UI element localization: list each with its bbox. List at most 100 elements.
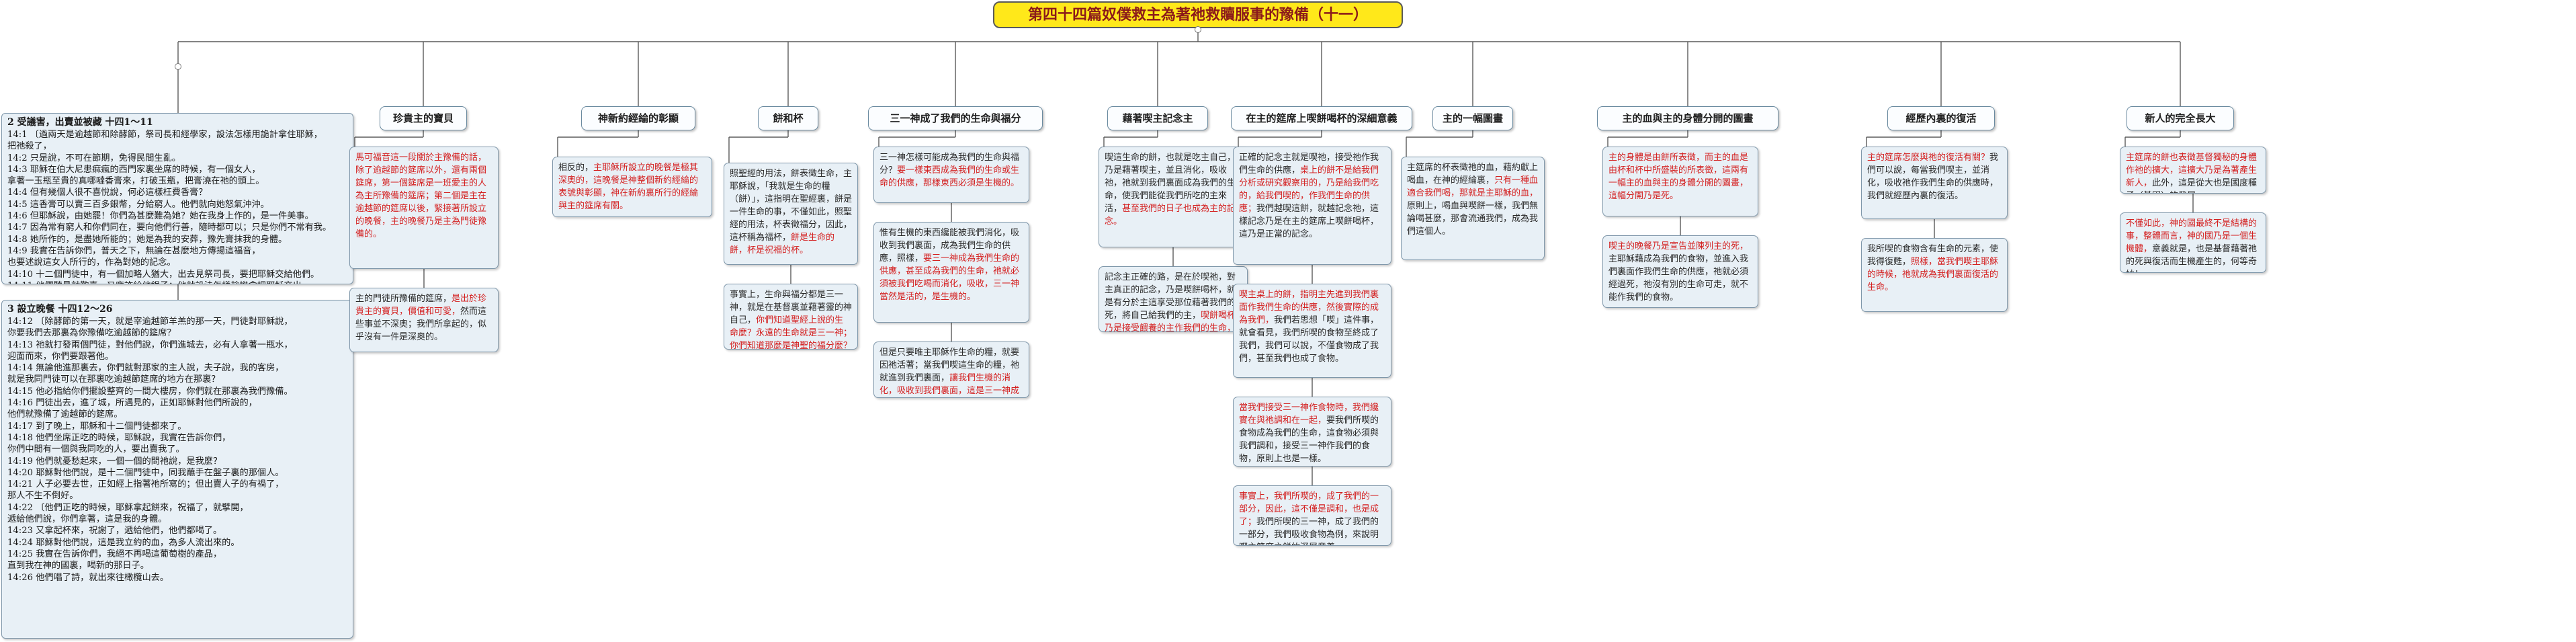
topic-note: 我所喫的食物含有生命的元素，使我得復甦，照樣，當我們喫主耶穌的時候，祂就成為我們… xyxy=(1861,238,2008,312)
topic-note: 喫這生命的餅，也就是吃主自己，乃是藉著喫主，並且消化，吸收祂，祂就到我們裏面成為… xyxy=(1099,147,1248,247)
topic-note: 主筵席的杯表徵祂的血，藉約獻上喝血，在神的經綸裏，只有一種血適合我們喝，那就是主… xyxy=(1401,157,1545,260)
scripture-line: 你要我們去那裏為你豫備吃逾越節的筵席？ xyxy=(7,328,176,339)
topic-note: 惟有生機的東西纔能被我們消化，吸收到我們裏面，成為我們生命的供應，照樣，要三一神… xyxy=(873,222,1029,323)
note-text: 照聖經的用法，餅表徵生命，主耶穌說，「我就是生命的糧（餅）」，這指明在聖經裏，餅… xyxy=(730,169,853,243)
scripture-line: 也要述說這女人所行的，作為對她的記念。 xyxy=(7,257,176,268)
note-text: 記念主正確的路，是在於喫祂，對主真正的記念，乃是喫餅喝杯，就是有分於主這享受那位… xyxy=(1105,272,1236,321)
note-text: 我所喫的食物含有生命的元素，使我得復甦， xyxy=(1867,244,1999,267)
note-text: 然而這些事並不深奧；我們所拿起的，似乎沒有一件是深奧的。 xyxy=(355,307,487,342)
topic-note: 三一神怎樣可能成為我們的生命與福分？要一樣東西成為我們的生命或生命的供應，那樣東… xyxy=(873,147,1029,203)
topic-note: 主筵席的餅也表徵基督獨秘的身體作祂的擴大，這擴大乃是為著產生新人，此外，這是從大… xyxy=(2120,147,2266,194)
scripture-line: 14:3 耶穌在伯大尼患痲瘋的西門家裏坐席的時候，有一個女人， xyxy=(7,164,261,175)
topic-note: 主的筵席怎麼與祂的復活有關？我們可以說，每當我們喫主，並消化，吸收祂作我們生命的… xyxy=(1861,147,2008,219)
scripture-line: 14:7 因為常有窮人和你們同在，要向他們行善，隨時都可以；只是你們不常有我。 xyxy=(7,223,332,233)
note-text: 主筵席的餅也表徵基督獨秘的身體作祂的擴大，這擴大乃是為著產生新人， xyxy=(2126,153,2258,188)
note-text: 當我們接受三一神作食物時，我們纔實在與祂調和在一起， xyxy=(1239,403,1379,426)
topic-node[interactable]: 珍貴主的寶貝 xyxy=(380,106,467,130)
scripture-line: 14:16 門徒出去，進了城，所遇見的，正如耶穌對他們所說的， xyxy=(7,398,257,409)
note-text: 事實上，生命與福分都是三一神，就是在基督裏並藉著靈的神自己， xyxy=(730,290,853,325)
topic-note: 正確的記念主就是喫祂，接受祂作我們生命的供應，桌上的餅不是給我們分析或研究觀察用… xyxy=(1233,147,1391,265)
note-text: 主的筵席怎麼與祂的復活有關？ xyxy=(1867,153,1990,163)
note-text: 主耶穌藉成為我們的食物，並進入我們裏面作我們生命的供應，祂就必須經過死，祂沒有別… xyxy=(1608,254,1749,303)
scripture-line: 就是我同門徒可以在那裏吃逾越節筵席的地方在那裏？ xyxy=(7,374,220,385)
collapse-handle-icon[interactable] xyxy=(1195,26,1201,33)
scripture-line: 14:24 耶穌對他們說，這是我立約的血，為多人流出來的。 xyxy=(7,537,240,548)
topic-node[interactable]: 藉著喫主記念主 xyxy=(1107,106,1208,130)
note-text: 餅是生命的餅，杯是祝福的杯。 xyxy=(730,233,835,255)
note-text: 但是只要唯主耶穌作生命的糧，就要因祂活著；當我們喫這生命的糧，祂就進到我們裏面， xyxy=(879,348,1020,383)
note-text: 要我們所喫的食物成為我們的生命，這食物必須與我們調和，接受三一神作我們的食物，原… xyxy=(1239,415,1379,464)
topic-node[interactable]: 在主的筵席上喫餅喝杯的深細意義 xyxy=(1231,106,1412,130)
topic-node[interactable]: 三一神成了我們的生命與福分 xyxy=(868,106,1043,130)
topic-node[interactable]: 主的一幅圖畫 xyxy=(1432,106,1513,130)
note-text: 意義就是，也是基督藉著祂的死與復活而生機產生的，何等奇妙！ xyxy=(2126,244,2258,272)
scripture-title: 2 受議害，出賣並被藏 十四1～11 xyxy=(7,117,153,128)
note-text: 你們知道聖經上說的生命麼？永遠的生命就是三一神；你們知道那麼是神聖的福分麼？神聖… xyxy=(730,315,853,350)
scripture-line: 14:25 我實在告訴你們，我絕不再喝這葡萄樹的產品， xyxy=(7,549,222,559)
topic-note: 馬可福音這一段關於主豫備的話，除了逾越節的筵席以外，還有兩個筵席，第一個筵席是一… xyxy=(349,147,499,269)
scripture-passage-2: 2 受議害，出賣並被藏 十四1～11 14:1 〔過兩天是逾越節和除酵節，祭司長… xyxy=(1,113,353,284)
note-text: 事實上，我們所喫的，成了我們的一部分，因此，這不僅是調和，也是成了； xyxy=(1239,491,1379,527)
note-text: 三一神怎樣可能成為我們的生命與福分？ xyxy=(879,153,1020,175)
note-text: 此外，這是從大也是國度種子（基因）的發展。 xyxy=(2126,178,2258,193)
topic-note: 主的身體是由餅所表徵，而主的血是由杯和杯中所盛裝的所表徵，這兩有一幅主的血與主的… xyxy=(1602,147,1758,216)
note-text: 讓我們生機的消化，吸收到我們裏面，這是三一神成為我們生命是一切路 xyxy=(879,373,1020,396)
note-text: 照樣，當我們喫主耶穌的時候，祂就成為我們裏面復活的生命。 xyxy=(1867,257,1999,292)
scripture-line: 14:19 他們就憂愁起來，一個一個的問祂說，是我麼？ xyxy=(7,456,222,467)
collapse-handle-icon[interactable] xyxy=(175,63,181,70)
topic-note: 當我們接受三一神作食物時，我們纔實在與祂調和在一起，要我們所喫的食物成為我們的生… xyxy=(1233,397,1391,467)
note-text: 我們若思想「喫」這件事，就會看見，我們所喫的食物至終成了我們，我們可以說，不僅食… xyxy=(1239,315,1379,364)
scripture-line: 14:9 我實在告訴你們，普天之下，無論在甚麼地方傳揚這福音， xyxy=(7,245,261,256)
note-text: 喫餅喝杯乃是接受餵養的主作我們的生命，記念和福分，這纔是真正的記念祂。 xyxy=(1105,311,1236,332)
topic-note: 喫主的晚餐乃是宣告並陳列主的死， 主耶穌藉成為我們的食物，並進入我們裏面作我們生命… xyxy=(1602,235,1758,308)
topic-note: 但是只要唯主耶穌作生命的糧，就要因祂活著；當我們喫這生命的糧，祂就進到我們裏面，… xyxy=(873,342,1029,398)
note-text: 喫這生命的餅，也就是吃主自己，乃是藉著喫主，並且消化，吸收祂，祂就到我們裏面成為… xyxy=(1105,153,1236,214)
topic-note: 事實上，生命與福分都是三一神，就是在基督裏並藉著靈的神自己，你們知道聖經上說的生… xyxy=(724,284,858,350)
note-text: 只有一種血適合我們喝，那就是主耶穌的血， xyxy=(1407,175,1539,198)
note-text: 馬可福音這一段關於主豫備的話，除了逾越節的筵席以外，還有兩個筵席，第一個筵席是一… xyxy=(355,153,487,239)
scripture-line: 14:23 又拿起杯來，祝謝了，遞給他們，他們都喝了。 xyxy=(7,526,222,536)
topic-note: 喫主桌上的餅，指明主先進到我們裏面作我們生命的供應，然後實際的成為我們，我們若思… xyxy=(1233,284,1391,378)
scripture-line: 拿著一玉瓶至貴的真哪噠香膏來，打破玉瓶，把膏澆在祂的頭上。 xyxy=(7,176,265,187)
scripture-line: 14:8 她所作的，是盡她所能的；她是為我的安葬，豫先膏抹我的身體。 xyxy=(7,234,288,245)
scripture-line: 14:6 但耶穌說，由她罷！你們為甚麼難為她？她在我身上作的，是一件美事。 xyxy=(7,211,314,222)
scripture-line: 14:26 他們唱了詩，就出來往橄欖山去。 xyxy=(7,572,169,583)
note-text: 主的門徒所豫備的筵席， xyxy=(355,294,452,304)
topic-note: 不僅如此，神的國最終不是結構的事，整體而言，神的國乃是一個生機體，意義就是，也是… xyxy=(2120,212,2266,273)
topic-note: 相反的，主耶穌所設立的晚餐是極其深奧的，這晚餐是神整個新約經綸的表號與彰顯，神在… xyxy=(552,157,712,217)
scripture-line: 遞給他們說，你們拿著，這是我的身體。 xyxy=(7,514,167,525)
scripture-line: 14:21 人子必要去世，正如經上指著祂所寫的；但出賣人子的有禍了， xyxy=(7,479,284,490)
note-text: 不僅如此，神的國最終不是結構的事，整體而言，神的國乃是一個生機體， xyxy=(2126,218,2258,254)
note-text: 主筵席的杯表徵祂的血，藉約獻上喝血，在神的經綸裏， xyxy=(1407,163,1539,186)
scripture-title: 3 設立晚餐 十四12～26 xyxy=(7,304,113,315)
topic-node[interactable]: 神新約經綸的彰顯 xyxy=(581,106,695,130)
topic-note: 照聖經的用法，餅表徵生命，主耶穌說，「我就是生命的糧（餅）」，這指明在聖經裏，餅… xyxy=(724,163,858,265)
scripture-line: 他們就豫備了逾越節的筵席。 xyxy=(7,409,123,420)
topic-node[interactable]: 餅和杯 xyxy=(758,106,818,130)
root-title[interactable]: 第四十四篇奴僕救主為著祂救贖服事的豫備（十一） xyxy=(993,1,1403,28)
topic-node[interactable]: 主的血與主的身體分開的圖畫 xyxy=(1597,106,1778,130)
topic-node[interactable]: 新人的完全長大 xyxy=(2127,106,2234,130)
note-text: 要一樣東西成為我們的生命或生命的供應，那樣東西必須是生機的。 xyxy=(879,165,1020,188)
note-text: 是出於珍貴主的寶貝，價值和可愛， xyxy=(355,294,487,317)
note-text: 喫主的晚餐乃是宣告並陳列主的死， xyxy=(1608,241,1749,251)
note-text: 桌上的餅不是給我們分析或研究觀察用的，乃是給我們吃的，給我們喫的，作我們生命的供… xyxy=(1239,165,1379,214)
note-text: 正確的記念主就是喫祂，接受祂作我們生命的供應， xyxy=(1239,153,1379,175)
scripture-line: 14:13 祂就打發兩個門徒，對他們說，你們進城去，必有人拿著一瓶水， xyxy=(7,339,293,350)
scripture-line: 14:5 這香膏可以賣三百多銀幣，分給窮人。他們就向她怒氣沖沖。 xyxy=(7,199,269,210)
scripture-line: 14:22 〔他們正吃的時候，耶穌拿起餅來，祝福了，就擘開， xyxy=(7,502,249,513)
scripture-line: 14:2 只是說，不可在節期，免得民間生亂。 xyxy=(7,153,181,163)
scripture-line: 14:17 到了晚上，耶穌和十二個門徒都來了。 xyxy=(7,421,187,432)
scripture-line: 14:12 〔除酵節的第一天，就是宰逾越節羊羔的那一天，門徒對耶穌說， xyxy=(7,317,293,327)
note-text: 主的身體是由餅所表徵，而主的血是由杯和杯中所盛裝的所表徵，這兩有一幅主的血與主的… xyxy=(1608,153,1749,201)
topic-node[interactable]: 經歷內裏的復活 xyxy=(1887,106,1995,130)
note-text: 我們越喫這餅，就越記念祂，這樣記念乃是在主的筵席上喫餅喝杯，這乃是正當的記念。 xyxy=(1239,204,1379,239)
scripture-line: 把祂殺了， xyxy=(7,141,52,152)
scripture-line: 14:10 十二個門徒中，有一個加略人猶大，出去見祭司長，要把耶穌交給他們。 xyxy=(7,269,320,280)
note-text: 喫主桌上的餅，指明主先進到我們裏面作我們生命的供應，然後實際的成為我們， xyxy=(1239,290,1379,325)
note-text: 主耶穌所設立的晚餐是極其深奧的，這晚餐是神整個新約經綸的表號與彰顯，神在新約裏所… xyxy=(558,163,699,211)
note-text: 甚至我們的日子也成為主的記念。 xyxy=(1105,204,1236,227)
scripture-line: 那人不生不倒好。 xyxy=(7,491,79,501)
scripture-passage-3: 3 設立晚餐 十四12～26 14:12 〔除酵節的第一天，就是宰逾越節羊羔的那… xyxy=(1,300,353,639)
